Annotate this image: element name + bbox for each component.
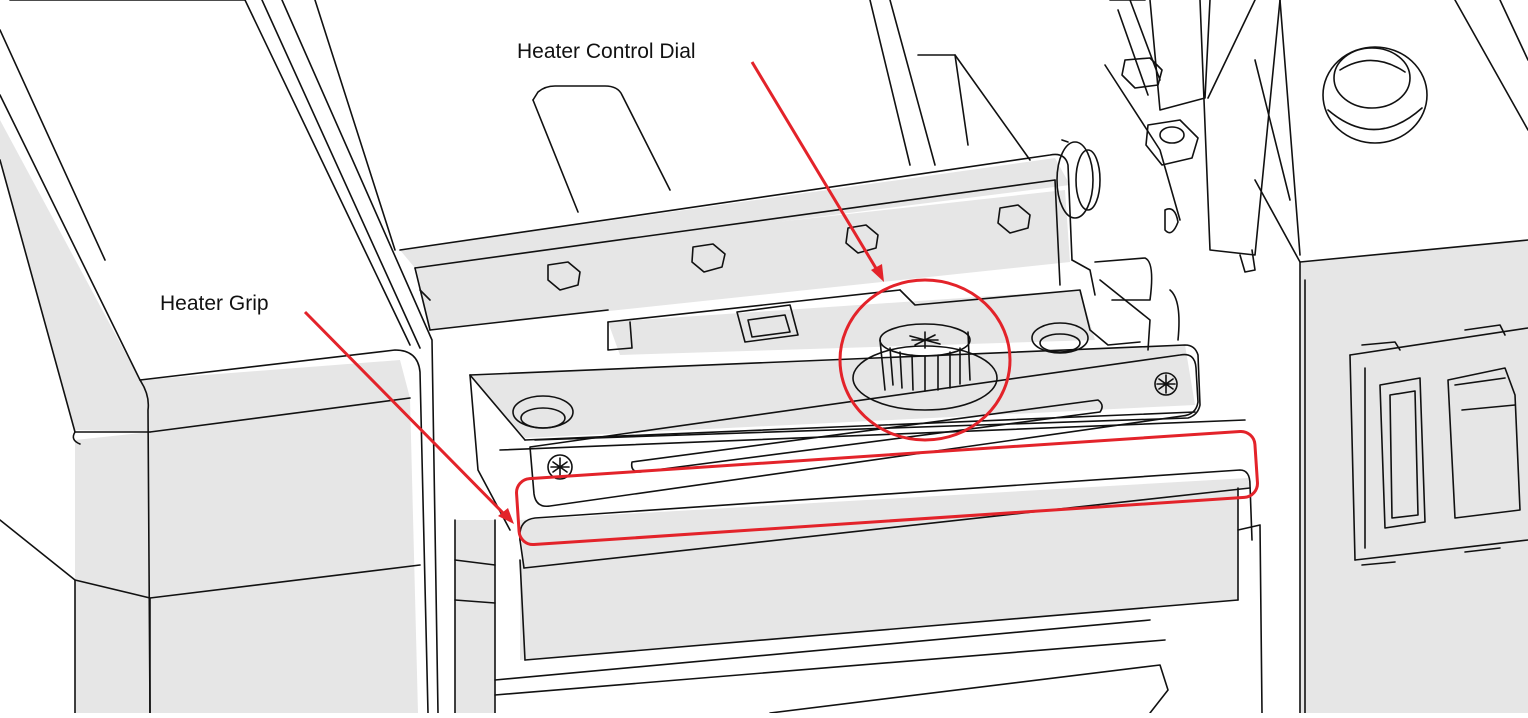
grip-leader-line: [303, 310, 510, 520]
dial-arrowhead: [871, 264, 884, 282]
arrowheads: [498, 264, 884, 524]
grip-highlight-box: [515, 429, 1259, 547]
dial-highlight-circle: [838, 278, 1012, 442]
dial-leader-line: [750, 61, 882, 276]
heater-grip-label: Heater Grip: [158, 292, 271, 315]
callouts: [303, 61, 1259, 547]
shading: [0, 120, 1528, 713]
heater-control-dial-label: Heater Control Dial: [515, 40, 698, 63]
grip-arrowhead: [498, 508, 514, 524]
